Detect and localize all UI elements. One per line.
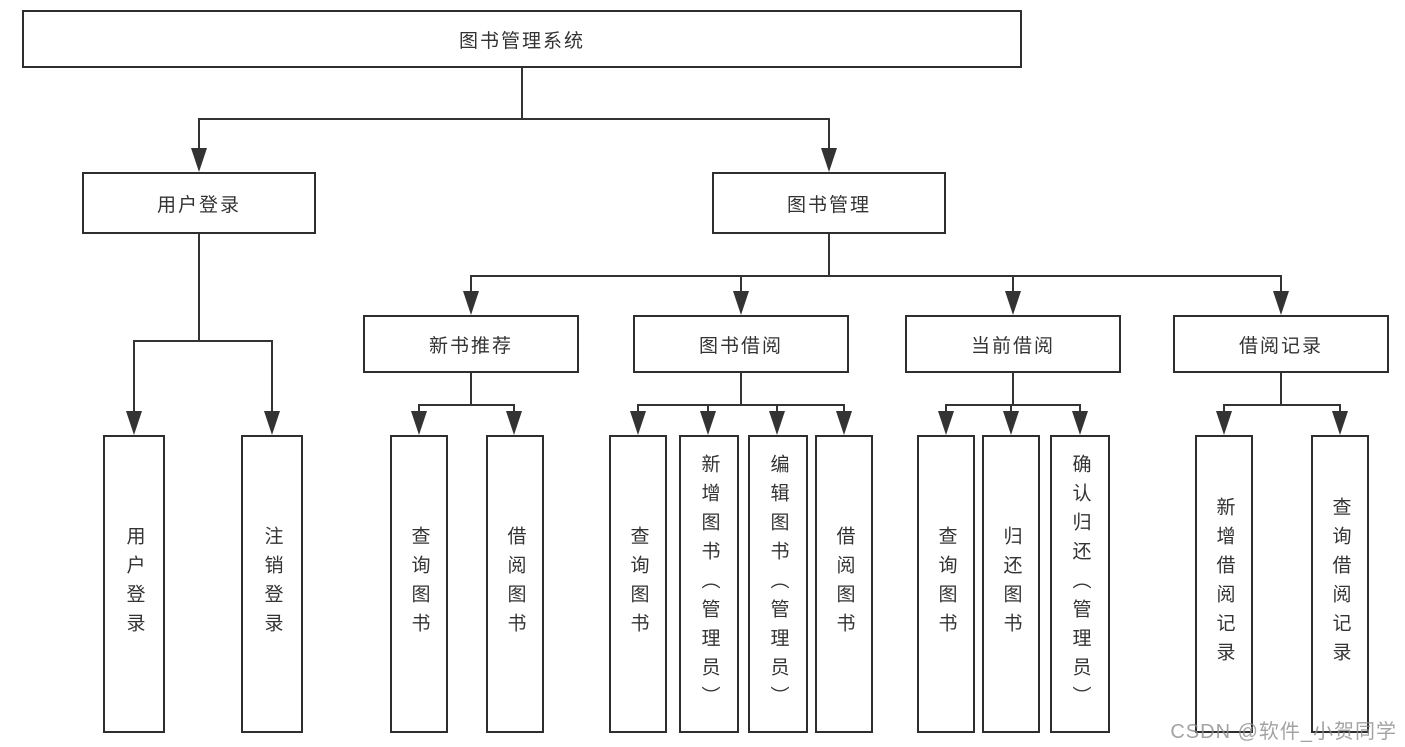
leaf-query-book-1-label: 查询图书 [408, 526, 430, 642]
connector-vline [198, 234, 200, 342]
leaf-add-book-admin-label: 新增图书（管理员） [698, 453, 720, 715]
connector-vline [1012, 275, 1014, 295]
node-user-login: 用户登录 [82, 172, 316, 234]
arrow-down-icon [1216, 411, 1232, 435]
connector-hline [133, 340, 273, 342]
connector-vline [1010, 404, 1012, 413]
node-user-login-label: 用户登录 [156, 194, 241, 216]
connector-vline [776, 404, 778, 413]
leaf-edit-book-admin: 编辑图书（管理员） [748, 435, 808, 733]
arrow-down-icon [264, 411, 280, 435]
connector-hline [637, 404, 845, 406]
connector-vline [521, 68, 523, 120]
leaf-borrow-book-2: 借阅图书 [815, 435, 873, 733]
watermark: CSDN @软件_小贺同学 [1170, 721, 1397, 743]
leaf-add-borrow-record: 新增借阅记录 [1195, 435, 1253, 733]
arrow-down-icon [463, 291, 479, 315]
leaf-query-book-2-label: 查询图书 [627, 526, 649, 642]
arrow-down-icon [733, 291, 749, 315]
leaf-confirm-return-admin-label: 确认归还（管理员） [1069, 453, 1091, 715]
connector-vline [271, 340, 273, 413]
arrow-down-icon [1273, 291, 1289, 315]
leaf-borrow-book-1: 借阅图书 [486, 435, 544, 733]
connector-vline [1223, 404, 1225, 413]
leaf-query-book-3-label: 查询图书 [935, 526, 957, 642]
leaf-query-book-1: 查询图书 [390, 435, 448, 733]
connector-vline [945, 404, 947, 413]
connector-vline [843, 404, 845, 413]
connector-vline [513, 404, 515, 413]
connector-vline [1012, 373, 1014, 406]
leaf-query-borrow-record: 查询借阅记录 [1311, 435, 1369, 733]
connector-vline [1339, 404, 1341, 413]
leaf-query-book-3: 查询图书 [917, 435, 975, 733]
connector-vline [418, 404, 420, 413]
leaf-query-book-2: 查询图书 [609, 435, 667, 733]
node-current-borrow-label: 当前借阅 [970, 335, 1055, 357]
arrow-down-icon [126, 411, 142, 435]
leaf-borrow-book-2-label: 借阅图书 [833, 526, 855, 642]
connector-hline [198, 118, 830, 120]
node-borrow-record: 借阅记录 [1173, 315, 1389, 373]
leaf-query-borrow-record-label: 查询借阅记录 [1329, 497, 1351, 671]
connector-vline [198, 118, 200, 150]
leaf-add-borrow-record-label: 新增借阅记录 [1213, 497, 1235, 671]
arrow-down-icon [769, 411, 785, 435]
arrow-down-icon [821, 148, 837, 172]
arrow-down-icon [1332, 411, 1348, 435]
connector-vline [828, 234, 830, 277]
arrow-down-icon [191, 148, 207, 172]
connector-vline [1079, 404, 1081, 413]
leaf-return-book-label: 归还图书 [1000, 526, 1022, 642]
arrow-down-icon [836, 411, 852, 435]
connector-vline [133, 340, 135, 413]
arrow-down-icon [411, 411, 427, 435]
arrow-down-icon [700, 411, 716, 435]
leaf-user-login-label: 用户登录 [123, 526, 145, 642]
node-new-book-recommend: 新书推荐 [363, 315, 579, 373]
arrow-down-icon [1003, 411, 1019, 435]
leaf-return-book: 归还图书 [982, 435, 1040, 733]
connector-vline [1280, 275, 1282, 295]
connector-vline [740, 373, 742, 406]
connector-vline [637, 404, 639, 413]
arrow-down-icon [938, 411, 954, 435]
connector-hline [1223, 404, 1341, 406]
leaf-confirm-return-admin: 确认归还（管理员） [1050, 435, 1110, 733]
leaf-logout-label: 注销登录 [261, 526, 283, 642]
connector-vline [1280, 373, 1282, 406]
node-current-borrow: 当前借阅 [905, 315, 1121, 373]
arrow-down-icon [630, 411, 646, 435]
leaf-borrow-book-1-label: 借阅图书 [504, 526, 526, 642]
leaf-add-book-admin: 新增图书（管理员） [679, 435, 739, 733]
arrow-down-icon [1072, 411, 1088, 435]
leaf-logout: 注销登录 [241, 435, 303, 733]
connector-vline [828, 118, 830, 150]
node-borrow-record-label: 借阅记录 [1238, 335, 1323, 357]
node-library-system: 图书管理系统 [22, 10, 1022, 68]
node-library-system-label: 图书管理系统 [458, 30, 585, 52]
connector-hline [418, 404, 515, 406]
connector-hline [945, 404, 1081, 406]
node-book-management: 图书管理 [712, 172, 946, 234]
node-book-management-label: 图书管理 [786, 194, 871, 216]
leaf-user-login: 用户登录 [103, 435, 165, 733]
connector-hline [470, 275, 1282, 277]
connector-vline [470, 275, 472, 295]
node-book-borrow-label: 图书借阅 [698, 335, 783, 357]
connector-vline [740, 275, 742, 295]
arrow-down-icon [1005, 291, 1021, 315]
connector-vline [707, 404, 709, 413]
node-new-book-recommend-label: 新书推荐 [428, 335, 513, 357]
leaf-edit-book-admin-label: 编辑图书（管理员） [767, 453, 789, 715]
connector-vline [470, 373, 472, 406]
arrow-down-icon [506, 411, 522, 435]
node-book-borrow: 图书借阅 [633, 315, 849, 373]
